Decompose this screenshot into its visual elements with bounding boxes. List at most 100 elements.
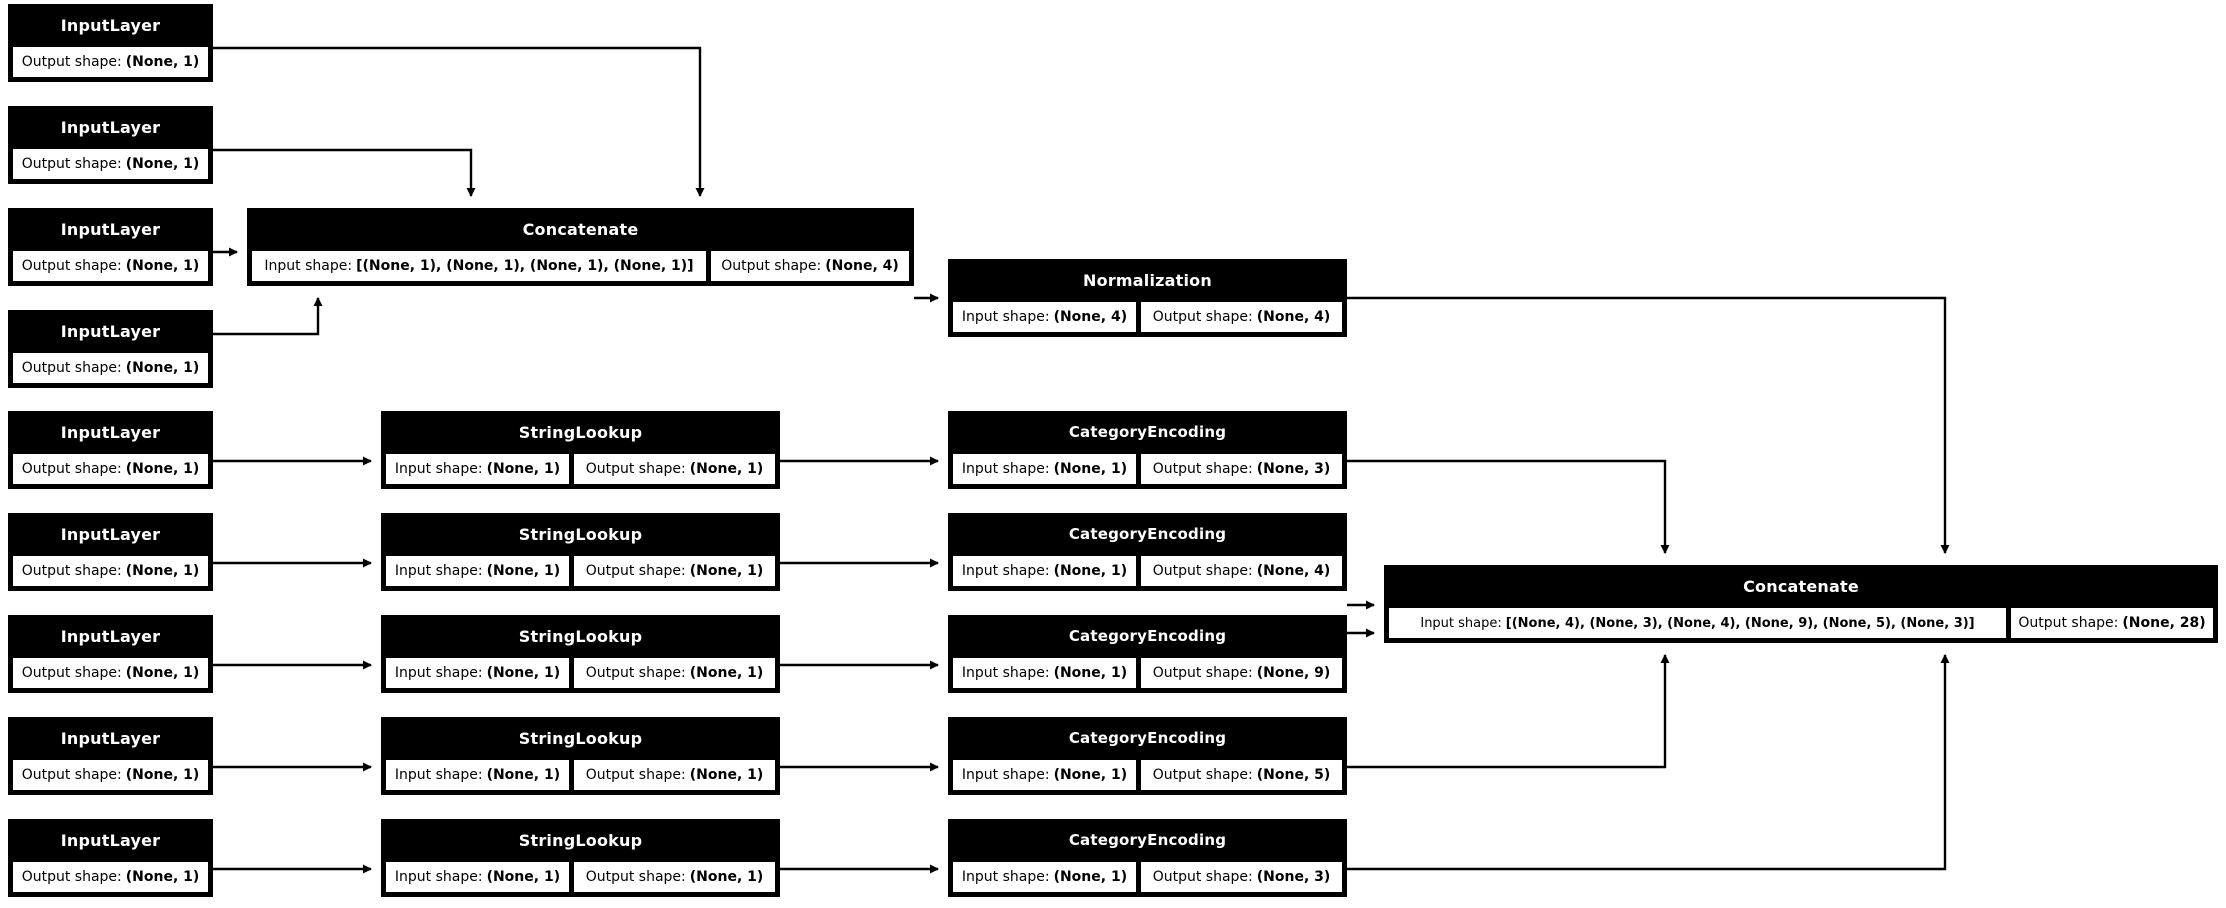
shape-value: (None, 1) — [1053, 563, 1128, 579]
edge-encoding1-to-concatfinal — [1347, 459, 1670, 554]
input-shape-cell-encoding_2: Input shape:(None, 1) — [952, 555, 1137, 587]
shape-value: (None, 4) — [825, 258, 899, 274]
shape-value: (None, 1) — [689, 869, 764, 885]
shape-value: (None, 1) — [689, 665, 764, 681]
node-title-input_4: InputLayer — [10, 312, 211, 350]
node-body-encoding_5: Input shape:(None, 1)Output shape:(None,… — [950, 859, 1345, 895]
output-shape-cell-lookup_3: Output shape:(None, 1) — [573, 657, 776, 689]
shape-label: Input shape: — [961, 563, 1050, 579]
node-body-encoding_2: Input shape:(None, 1)Output shape:(None,… — [950, 553, 1345, 589]
shape-value: (None, 1) — [125, 563, 200, 579]
node-title-input_7: InputLayer — [10, 617, 211, 655]
output-shape-cell-encoding_5: Output shape:(None, 3) — [1140, 861, 1343, 893]
shape-label: Output shape: — [585, 563, 686, 579]
node-title-input_2: InputLayer — [10, 108, 211, 146]
node-body-input_5: Output shape:(None, 1) — [10, 451, 211, 487]
edge-input1-to-concat — [213, 46, 705, 197]
output-shape-cell-encoding_4: Output shape:(None, 5) — [1140, 759, 1343, 791]
shape-value: (None, 1) — [125, 869, 200, 885]
input-shape-cell-lookup_1: Input shape:(None, 1) — [385, 453, 570, 485]
shape-label: Output shape: — [1152, 461, 1253, 477]
shape-value: [(None, 1), (None, 1), (None, 1), (None,… — [356, 258, 694, 274]
input-shape-cell-lookup_3: Input shape:(None, 1) — [385, 657, 570, 689]
node-title-input_9: InputLayer — [10, 821, 211, 859]
shape-value: (None, 9) — [1256, 665, 1331, 681]
node-body-encoding_4: Input shape:(None, 1) Output shape:(None,… — [950, 757, 1345, 793]
output-shape-cell-input_4: Output shape:(None, 1) — [12, 352, 209, 384]
output-shape-cell-encoding_1: Output shape:(None, 3) — [1140, 453, 1343, 485]
output-shape-cell-concat_numeric: Output shape:(None, 4) — [710, 250, 910, 282]
shape-label: Input shape: — [961, 665, 1050, 681]
node-body-input_6: Output shape:(None, 1) — [10, 553, 211, 589]
output-shape-cell-input_1: Output shape:(None, 1) — [12, 46, 209, 78]
node-title-input_5: InputLayer — [10, 413, 211, 451]
node-title-input_3: InputLayer — [10, 210, 211, 248]
node-title-lookup_5: StringLookup — [383, 821, 778, 859]
shape-value: (None, 4) — [1256, 309, 1331, 325]
node-title-input_8: InputLayer — [10, 719, 211, 757]
shape-label: Output shape: — [21, 54, 122, 70]
node-body-input_2: Output shape:(None, 1) — [10, 146, 211, 182]
shape-value: (None, 4) — [1053, 309, 1128, 325]
node-title-lookup_1: StringLookup — [383, 413, 778, 451]
shape-value: (None, 3) — [1256, 461, 1331, 477]
node-body-encoding_1: Input shape:(None, 1)Output shape:(None,… — [950, 451, 1345, 487]
output-shape-cell-encoding_2: Output shape:(None, 4) — [1140, 555, 1343, 587]
node-title-encoding_1: CategoryEncoding — [950, 413, 1345, 451]
shape-value: (None, 28) — [2122, 615, 2206, 631]
shape-label: Output shape: — [721, 258, 822, 274]
output-shape-cell-input_3: Output shape:(None, 1) — [12, 250, 209, 282]
input-shape-cell-encoding_1: Input shape:(None, 1) — [952, 453, 1137, 485]
shape-value: (None, 1) — [125, 156, 200, 172]
node-body-input_3: Output shape:(None, 1) — [10, 248, 211, 284]
shape-label: Input shape: — [961, 461, 1050, 477]
edge-input4-to-concat — [213, 297, 323, 336]
shape-value: (None, 1) — [486, 563, 561, 579]
node-body-lookup_3: Input shape:(None, 1)Output shape:(None,… — [383, 655, 778, 691]
node-title-encoding_2: CategoryEncoding — [950, 515, 1345, 553]
shape-value: (None, 1) — [486, 767, 561, 783]
node-title-encoding_4: CategoryEncoding — [950, 719, 1345, 757]
shape-value: (None, 1) — [1053, 767, 1128, 783]
shape-label: Output shape: — [21, 665, 122, 681]
shape-label: Output shape: — [585, 767, 686, 783]
shape-label: Input shape: — [1420, 615, 1502, 631]
node-title-encoding_3: CategoryEncoding — [950, 617, 1345, 655]
edge-normalization-to-concatfinal — [1347, 296, 1950, 554]
shape-label: Output shape: — [1152, 563, 1253, 579]
node-body-lookup_1: Input shape:(None, 1)Output shape:(None,… — [383, 451, 778, 487]
shape-label: Output shape: — [585, 869, 686, 885]
node-body-concat_final: Input shape:[(None, 4), (None, 3), (None… — [1386, 605, 2216, 641]
output-shape-cell-lookup_1: Output shape:(None, 1) — [573, 453, 776, 485]
shape-label: Input shape: — [961, 767, 1050, 783]
shape-value: (None, 1) — [125, 461, 200, 477]
shape-value: (None, 5) — [1256, 767, 1331, 783]
shape-value: (None, 1) — [486, 461, 561, 477]
shape-value: [(None, 4), (None, 3), (None, 4), (None,… — [1505, 615, 1975, 631]
shape-label: Output shape: — [21, 156, 122, 172]
shape-value: (None, 1) — [689, 767, 764, 783]
input-shape-cell-lookup_4: Input shape:(None, 1) — [385, 759, 570, 791]
